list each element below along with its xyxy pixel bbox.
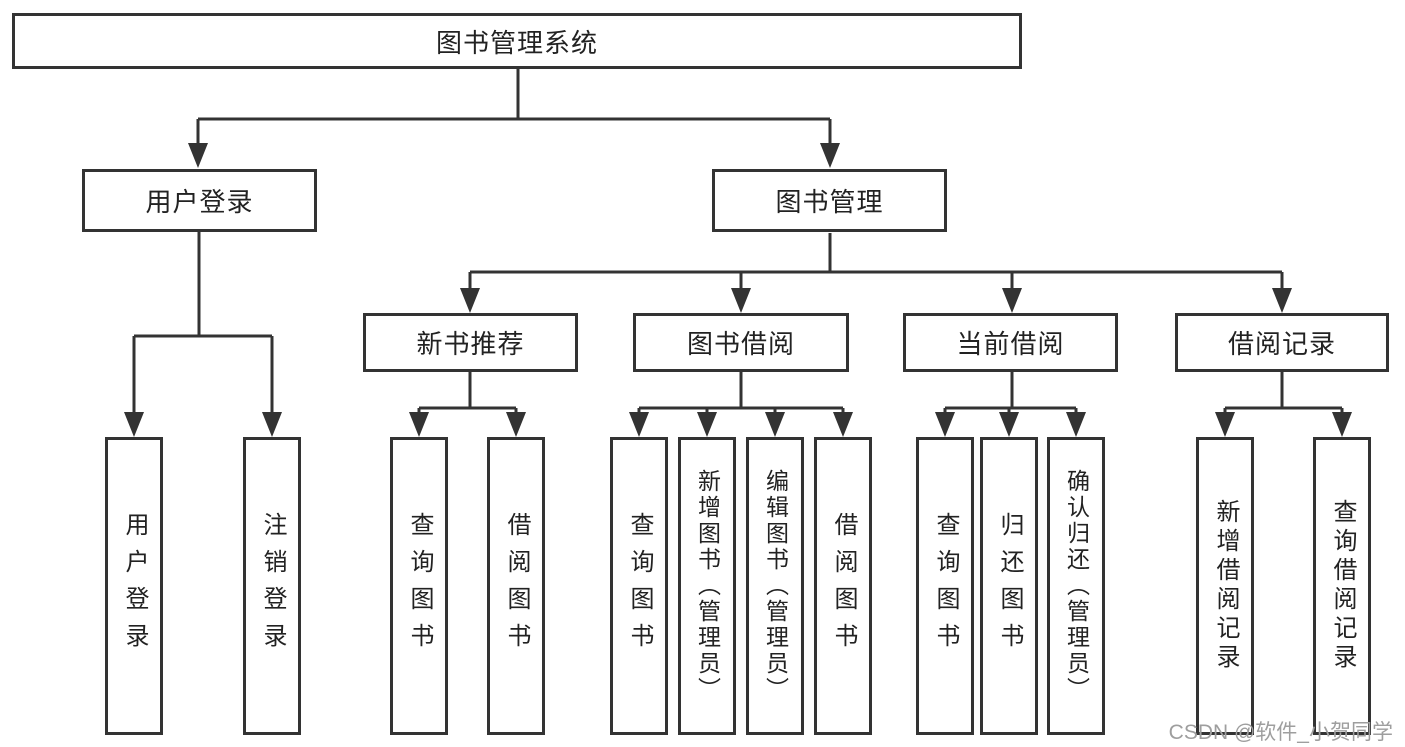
arrowhead-icon <box>460 288 480 313</box>
arrowhead-icon <box>1272 288 1292 313</box>
arrowhead-icon <box>935 412 955 437</box>
leaf-label: 注销登录 <box>259 512 286 660</box>
leaf-query-borrow-record: 查询借阅记录 <box>1313 437 1371 735</box>
leaf-borrow-book-recommend: 借阅图书 <box>487 437 545 735</box>
csdn-watermark: CSDN @软件_小贺同学 <box>1168 721 1393 744</box>
leaf-query-book-borrowing: 查询图书 <box>610 437 668 735</box>
node-label: 新书推荐 <box>416 329 525 359</box>
leaf-return-book: 归还图书 <box>980 437 1038 735</box>
arrowhead-icon <box>999 412 1019 437</box>
leaf-logout-login: 注销登录 <box>243 437 301 735</box>
arrowhead-icon <box>731 288 751 313</box>
leaf-label: 新增借阅记录 <box>1212 499 1239 673</box>
leaf-label: 编辑图书（管理员） <box>762 469 789 703</box>
arrowhead-icon <box>1066 412 1086 437</box>
node-book-management: 图书管理 <box>712 169 947 232</box>
leaf-label: 借阅图书 <box>830 512 857 660</box>
arrowhead-icon <box>1215 412 1235 437</box>
arrowhead-icon <box>262 412 282 437</box>
arrowhead-icon <box>833 412 853 437</box>
leaf-label: 查询图书 <box>626 512 653 660</box>
leaf-label: 借阅图书 <box>503 512 530 660</box>
leaf-query-book-recommend: 查询图书 <box>390 437 448 735</box>
node-label: 图书管理系统 <box>435 27 598 58</box>
leaf-query-book-current: 查询图书 <box>916 437 974 735</box>
node-book-borrowing: 图书借阅 <box>633 313 849 372</box>
node-label: 图书借阅 <box>686 329 795 359</box>
leaf-label: 确认归还（管理员） <box>1063 469 1090 703</box>
arrowhead-icon <box>409 412 429 437</box>
leaf-label: 查询图书 <box>932 512 959 660</box>
leaf-label: 用户登录 <box>121 512 148 660</box>
leaf-label: 查询图书 <box>406 512 433 660</box>
arrowhead-icon <box>124 412 144 437</box>
node-label: 用户登录 <box>145 187 254 217</box>
node-label: 借阅记录 <box>1227 329 1336 359</box>
arrowhead-icon <box>765 412 785 437</box>
leaf-user-login: 用户登录 <box>105 437 163 735</box>
leaf-label: 查询借阅记录 <box>1329 499 1356 673</box>
leaf-borrow-book-borrowing: 借阅图书 <box>814 437 872 735</box>
leaf-confirm-return-admin: 确认归还（管理员） <box>1047 437 1105 735</box>
node-user-login: 用户登录 <box>82 169 317 232</box>
leaf-add-book-admin: 新增图书（管理员） <box>678 437 736 735</box>
arrowhead-icon <box>820 143 840 168</box>
leaf-label: 归还图书 <box>996 512 1023 660</box>
leaf-add-borrow-record: 新增借阅记录 <box>1196 437 1254 735</box>
arrowhead-icon <box>1002 288 1022 313</box>
arrowhead-icon <box>506 412 526 437</box>
arrowhead-icon <box>629 412 649 437</box>
node-borrowing-records: 借阅记录 <box>1175 313 1389 372</box>
node-new-book-recommendation: 新书推荐 <box>363 313 578 372</box>
arrowhead-icon <box>1332 412 1352 437</box>
arrowhead-icon <box>697 412 717 437</box>
leaf-edit-book-admin: 编辑图书（管理员） <box>746 437 804 735</box>
leaf-label: 新增图书（管理员） <box>694 469 721 703</box>
arrowhead-icon <box>188 143 208 168</box>
node-library-management-system: 图书管理系统 <box>12 13 1022 69</box>
node-current-borrowing: 当前借阅 <box>903 313 1118 372</box>
node-label: 当前借阅 <box>956 329 1065 359</box>
node-label: 图书管理 <box>775 187 884 217</box>
